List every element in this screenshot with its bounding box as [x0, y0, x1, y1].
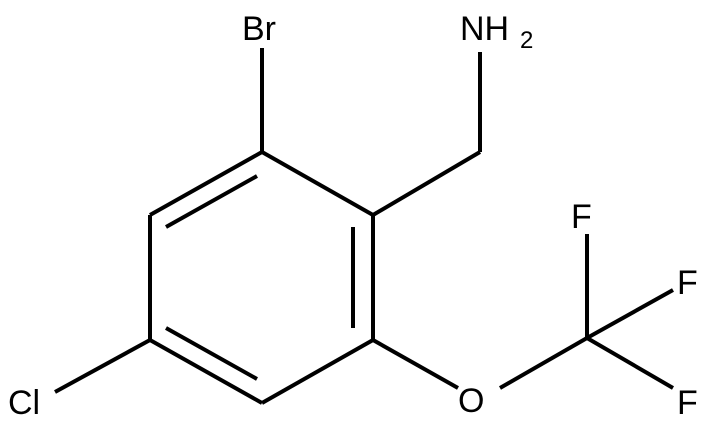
atom-nh2-subscript: 2 [520, 27, 533, 54]
atom-nh2: NH 2 [460, 10, 533, 54]
bond-ring-c1-c2-inner [165, 174, 258, 229]
atom-cl: Cl [8, 384, 40, 422]
bond-c-cl [54, 338, 151, 394]
bond-ring-c3-c4-inner [165, 326, 258, 381]
atom-o: O [458, 382, 484, 420]
bond-o-cf3 [499, 336, 588, 390]
atom-nh2-main: NH [460, 10, 509, 48]
atom-f-right: F [677, 264, 698, 302]
bond-ring-c1-c2 [149, 150, 263, 217]
bond-c-f-right [586, 288, 674, 340]
bond-ring-c4-c5 [261, 338, 374, 405]
bond-ring-c6-c1 [261, 150, 374, 217]
benzene-ring [148, 150, 375, 405]
bond-c-f-bottom [585, 336, 675, 390]
atom-br: Br [242, 10, 276, 48]
bond-c-o [372, 338, 459, 390]
atom-f-bottom: F [677, 384, 698, 422]
bond-ring-c3-c4 [149, 338, 263, 405]
bond-c-ch2 [371, 150, 482, 217]
atom-f-top: F [571, 198, 592, 236]
